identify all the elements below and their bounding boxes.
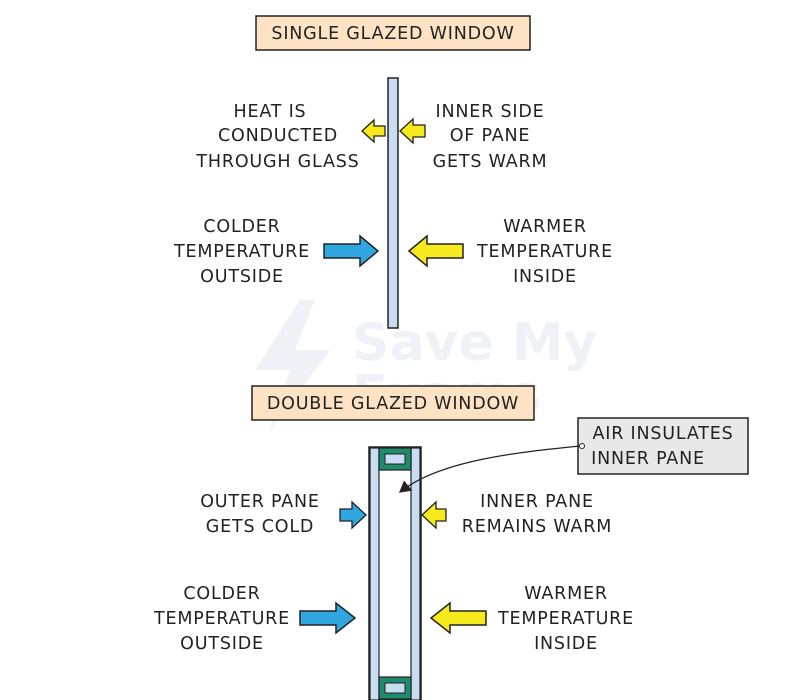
double-title-box: DOUBLE GLAZED WINDOW bbox=[251, 385, 535, 421]
single-glazed-section: SINGLE GLAZED WINDOW HEAT IS CONDUCTED T… bbox=[173, 15, 613, 329]
svg-text:INNER SIDE: INNER SIDE bbox=[436, 102, 545, 122]
inner-side-label: INNER SIDE OF PANE GETS WARM bbox=[433, 102, 548, 172]
svg-text:REMAINS WARM: REMAINS WARM bbox=[462, 517, 612, 537]
warmer-inside-label: WARMER TEMPERATURE INSIDE bbox=[497, 584, 634, 654]
heat-conducted-label: HEAT IS CONDUCTED THROUGH GLASS bbox=[195, 102, 359, 172]
yellow-arrow-left-icon bbox=[429, 601, 487, 635]
svg-text:OUTSIDE: OUTSIDE bbox=[180, 634, 264, 654]
yellow-arrow-left-icon bbox=[407, 234, 464, 268]
svg-text:OF PANE: OF PANE bbox=[450, 126, 531, 146]
yellow-arrow-left-icon bbox=[421, 500, 447, 530]
blue-arrow-right-icon bbox=[299, 601, 357, 635]
outer-pane-label: OUTER PANE GETS COLD bbox=[200, 492, 320, 537]
svg-text:COLDER: COLDER bbox=[203, 217, 280, 237]
svg-text:TEMPERATURE: TEMPERATURE bbox=[153, 609, 290, 629]
svg-text:TEMPERATURE: TEMPERATURE bbox=[497, 609, 634, 629]
double-glazed-window bbox=[368, 446, 422, 700]
yellow-arrow-left-icon bbox=[361, 118, 386, 144]
single-glass-pane bbox=[387, 77, 399, 329]
double-title: DOUBLE GLAZED WINDOW bbox=[267, 394, 519, 414]
warmer-inside-label: WARMER TEMPERATURE INSIDE bbox=[476, 217, 613, 287]
svg-text:INSIDE: INSIDE bbox=[534, 634, 598, 654]
blue-arrow-right-icon bbox=[339, 500, 367, 530]
svg-text:WARMER: WARMER bbox=[524, 584, 608, 604]
svg-text:THROUGH GLASS: THROUGH GLASS bbox=[195, 152, 359, 172]
inner-pane-label: INNER PANE REMAINS WARM bbox=[462, 492, 612, 537]
svg-text:COLDER: COLDER bbox=[183, 584, 260, 604]
yellow-arrow-left-icon bbox=[399, 117, 426, 145]
svg-text:TEMPERATURE: TEMPERATURE bbox=[476, 242, 613, 262]
svg-text:INSIDE: INSIDE bbox=[513, 267, 577, 287]
colder-outside-label: COLDER TEMPERATURE OUTSIDE bbox=[153, 584, 290, 654]
svg-text:AIR INSULATES: AIR INSULATES bbox=[592, 424, 733, 444]
svg-text:INNER PANE: INNER PANE bbox=[480, 492, 594, 512]
outer-glass-pane bbox=[369, 447, 380, 700]
single-title-box: SINGLE GLAZED WINDOW bbox=[255, 15, 531, 51]
watermark-bolt-icon bbox=[255, 300, 330, 430]
svg-text:OUTER PANE: OUTER PANE bbox=[200, 492, 320, 512]
single-title: SINGLE GLAZED WINDOW bbox=[271, 24, 514, 44]
svg-text:INNER PANE: INNER PANE bbox=[591, 449, 705, 469]
inner-glass-pane bbox=[410, 447, 421, 700]
colder-outside-label: COLDER TEMPERATURE OUTSIDE bbox=[173, 217, 310, 287]
blue-arrow-right-icon bbox=[323, 234, 380, 268]
svg-text:HEAT IS: HEAT IS bbox=[234, 102, 307, 122]
svg-text:OUTSIDE: OUTSIDE bbox=[200, 267, 284, 287]
svg-text:TEMPERATURE: TEMPERATURE bbox=[173, 242, 310, 262]
svg-text:GETS WARM: GETS WARM bbox=[433, 152, 548, 172]
svg-text:WARMER: WARMER bbox=[503, 217, 587, 237]
svg-text:GETS COLD: GETS COLD bbox=[206, 517, 314, 537]
air-insulates-callout: AIR INSULATES INNER PANE bbox=[398, 417, 749, 493]
svg-text:CONDUCTED: CONDUCTED bbox=[218, 126, 338, 146]
double-glazed-section: DOUBLE GLAZED WINDOW AIR INSULATES INNER… bbox=[153, 385, 749, 700]
